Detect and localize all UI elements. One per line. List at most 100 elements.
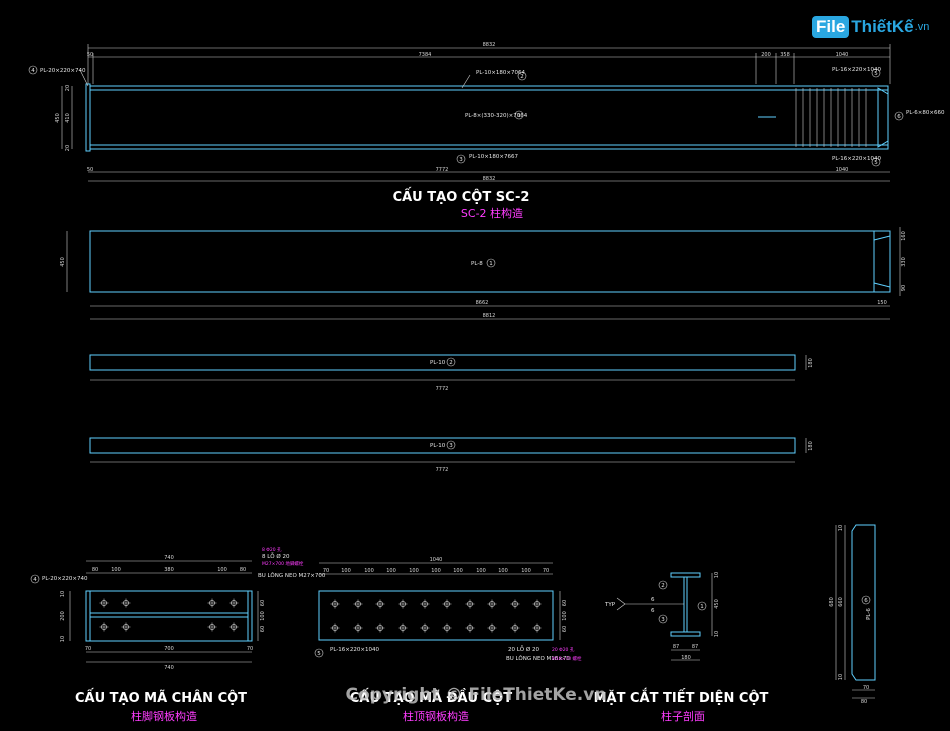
stiff-dim-bot-total: 80 xyxy=(861,699,867,705)
stiff-label: PL-6 xyxy=(866,608,872,620)
dim-base-top-2: 380 xyxy=(164,567,174,573)
dim-web-r1: 160 xyxy=(901,231,907,241)
dim-top-b: 7384 xyxy=(419,52,432,58)
dim-head-top-5: 100 xyxy=(431,568,441,574)
title-base-plate: CẤU TẠO MÃ CHÂN CỘT xyxy=(75,688,247,706)
dim-head-right-1: 100 xyxy=(562,611,568,621)
web-plate-detail: 450 160 330 90 PL-8 1 8662 150 8812 xyxy=(60,227,907,320)
dim-head-top-10: 70 xyxy=(543,568,549,574)
dim-head-top-3: 100 xyxy=(386,568,396,574)
label-head-detail: PL-16×220×1040 xyxy=(330,647,379,653)
dim-web-overall: 8812 xyxy=(483,313,496,319)
label-base-detail: PL-20×220×740 xyxy=(42,576,88,582)
section-weld-1: 6 xyxy=(651,597,655,603)
label-cap-top: PL-16×220×1040 xyxy=(832,67,881,73)
dim-left-b: 410 xyxy=(65,113,71,123)
dim-base-right-1: 100 xyxy=(260,611,266,621)
mark-1: 1 xyxy=(517,113,521,119)
dim-base-top-1: 100 xyxy=(111,567,121,573)
section-mark-2: 2 xyxy=(661,583,665,589)
dim-flange3-width: 180 xyxy=(808,441,814,451)
section-dim-bot-total: 180 xyxy=(681,655,691,661)
dim-head-right-2: 60 xyxy=(562,626,568,632)
section-mark-1: 1 xyxy=(700,604,704,610)
dim-bottom-b: 7772 xyxy=(436,167,449,173)
section-dim-right-0: 10 xyxy=(714,572,720,578)
dim-web-end: 150 xyxy=(877,300,887,306)
stiffener-detail: 10 660 10 680 6 PL-6 70 80 xyxy=(829,524,876,705)
head-note-mag-0: 20 Φ20 孔 xyxy=(552,646,575,653)
base-note-mag-0: 8 Φ20 孔 xyxy=(262,546,282,553)
column-elevation: 8832 50 7384 200 358 1040 xyxy=(28,42,945,220)
dim-bottom-a: 50 xyxy=(87,167,93,173)
flange-2-detail: 180 PL-10 2 7772 xyxy=(89,354,814,392)
dim-web-r3: 90 xyxy=(901,285,907,291)
mark-3: 3 xyxy=(459,157,463,163)
stiff-mark: 6 xyxy=(864,598,868,604)
dim-head-top-4: 100 xyxy=(409,568,419,574)
stiff-dim-left-1: 660 xyxy=(838,597,844,607)
dim-top-d: 358 xyxy=(780,52,790,58)
mark-4: 4 xyxy=(31,68,35,74)
dim-base-top-total: 740 xyxy=(164,555,174,561)
label-base-plate: PL-20×220×740 xyxy=(40,68,86,74)
dim-base-left-2: 10 xyxy=(60,636,66,642)
title-head-plate: CẤU TẠO MÃ ĐẦU CỘT xyxy=(350,688,512,706)
dim-column-overall-top: 8832 xyxy=(483,42,496,48)
dim-head-top-2: 100 xyxy=(364,568,374,574)
dim-top-c: 200 xyxy=(761,52,771,58)
dim-top-a: 50 xyxy=(87,52,93,58)
head-note-mag-1: M18×70 螺栓 xyxy=(552,655,582,662)
base-plate-detail: 740 80 100 380 100 80 4 PL-20×220×740 10… xyxy=(30,546,326,723)
mark-2: 2 xyxy=(520,74,524,80)
dim-base-right-2: 60 xyxy=(260,626,266,632)
dim-flange2-length: 7772 xyxy=(436,386,449,392)
label-flange-top: PL-10×180×7064 xyxy=(476,70,525,76)
subtitle-head-plate: 柱顶钢板构造 xyxy=(403,709,469,723)
dim-web-r2: 330 xyxy=(901,257,907,267)
stiff-dim-left-total: 680 xyxy=(829,597,835,607)
dim-base-right-0: 60 xyxy=(260,600,266,606)
label-flange-bottom: PL-10×180×7667 xyxy=(469,154,518,160)
dim-base-bot-1: 700 xyxy=(164,646,174,652)
mark-6: 6 xyxy=(897,114,901,120)
dim-base-top-3: 100 xyxy=(217,567,227,573)
section-cut-detail: TYP 2 3 1 6 6 10 450 10 87 87 180 MẶT CẮ… xyxy=(594,572,769,723)
title-section: MẶT CẮT TIẾT DIỆN CỘT xyxy=(594,689,769,706)
head-plate-detail: 1040 70 100 100 100 100 100 100 100 100 … xyxy=(314,557,582,723)
dim-head-top-total: 1040 xyxy=(430,557,443,563)
logo-text: ThiếtKế xyxy=(851,17,914,36)
logo-domain: .vn xyxy=(914,21,930,33)
dim-head-top-7: 100 xyxy=(476,568,486,574)
logo-file: File xyxy=(812,16,850,38)
dim-base-top-0: 80 xyxy=(92,567,98,573)
subtitle-column: SC-2 柱构造 xyxy=(461,206,523,220)
mark-head: 5 xyxy=(317,651,321,657)
label-cap-bottom: PL-16×220×1040 xyxy=(832,156,881,162)
head-note-0: 20 LỖ Ø 20 xyxy=(508,645,539,653)
subtitle-base-plate: 柱脚钢板构造 xyxy=(131,709,197,723)
label-flange2: PL-10 xyxy=(430,360,446,366)
label-web: PL-8×(330-320)×7064 xyxy=(465,113,528,119)
subtitle-section: 柱子剖面 xyxy=(661,709,705,723)
dim-base-bot-0: 70 xyxy=(85,646,91,652)
dim-bottom-overall: 8832 xyxy=(483,176,496,182)
dim-top-e: 1040 xyxy=(836,52,849,58)
site-logo: File ThiếtKế .vn xyxy=(812,14,929,40)
dim-flange2-width: 180 xyxy=(808,358,814,368)
mark-base: 4 xyxy=(33,577,37,583)
dim-left-total: 450 xyxy=(55,113,61,123)
dim-base-bot-2: 70 xyxy=(247,646,253,652)
dim-head-top-6: 100 xyxy=(453,568,463,574)
section-dim-right-2: 10 xyxy=(714,631,720,637)
base-note-1: BU LÔNG NEO M27×700 xyxy=(258,572,326,579)
cap-stiffeners xyxy=(795,87,889,148)
section-dim-bot-1: 87 xyxy=(692,644,698,650)
stiff-dim-left-2: 10 xyxy=(838,674,844,680)
base-note-0: 8 LỖ Ø 20 xyxy=(262,552,290,560)
dim-head-top-0: 70 xyxy=(323,568,329,574)
dim-base-bot-total: 740 xyxy=(164,665,174,671)
label-stiffener: PL-6×80×660 xyxy=(906,110,945,116)
stiff-dim-bot-0: 70 xyxy=(863,685,869,691)
section-weld-2: 6 xyxy=(651,608,655,614)
